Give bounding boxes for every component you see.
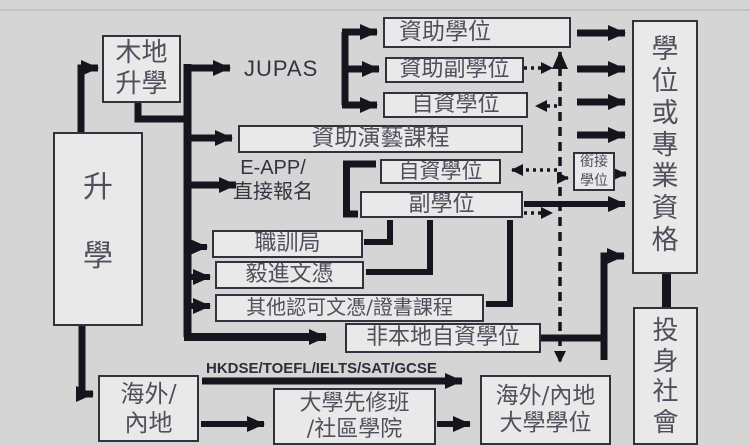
eapp-direct-application-label: E-APP/ 直接報名 (228, 157, 318, 203)
node-text: 資助副學位 (399, 57, 510, 83)
node-text: 學位 (580, 172, 608, 189)
node-text: 自資學位 (398, 159, 483, 184)
eapp-label-line2: 直接報名 (233, 179, 313, 203)
node-text: 身 (652, 346, 679, 377)
node-text: 升 (83, 170, 113, 206)
node-degree-or-professional-qualification: 學 位 或 專 業 資 格 (632, 20, 698, 274)
node-text: 大學學位 (499, 410, 592, 436)
jupas-label: JUPAS (244, 56, 319, 81)
node-text: 自資學位 (411, 92, 500, 118)
node-text: 投 (652, 316, 679, 346)
node-text: 毅進文憑 (245, 262, 334, 288)
node-text: 格 (651, 225, 679, 257)
node-text: 社 (652, 377, 679, 408)
node-overseas-mainland: 海外/ 內地 (98, 375, 199, 442)
node-university-prep-community-college: 大學先修班 /社區學院 (273, 388, 436, 445)
node-text: 升學 (115, 69, 168, 99)
node-text: 其他認可文憑/證書課程 (246, 295, 453, 320)
node-advance-study: 升 學 (53, 132, 143, 326)
node-text: 職訓局 (254, 231, 321, 257)
node-text: 銜接 (580, 154, 608, 171)
eapp-label-line1: E-APP/ (240, 157, 306, 179)
node-text: 海外/ (120, 380, 177, 409)
exams-label: HKDSE/TOEFL/IELTS/SAT/GCSE (206, 360, 437, 377)
node-other-recognized-courses: 其他認可文憑/證書課程 (215, 294, 484, 322)
node-overseas-mainland-university-degree: 海外/內地 大學學位 (480, 375, 611, 445)
node-vtc: 職訓局 (212, 230, 363, 258)
node-text: /社區學院 (306, 416, 403, 442)
node-funded-sub-degree: 資助副學位 (385, 57, 524, 83)
node-self-financed-degree-jupas: 自資學位 (383, 92, 528, 118)
node-text: 專 (651, 129, 679, 161)
node-text: 大學先修班 (299, 390, 410, 416)
node-text: 非本地自資學位 (365, 325, 520, 351)
node-text: 海外/內地 (495, 382, 596, 409)
node-text: 木地 (115, 38, 168, 69)
node-text: 學 (83, 238, 113, 274)
node-text: 副學位 (408, 191, 475, 217)
node-join-society: 投 身 社 會 (633, 307, 698, 445)
node-text: 位 (651, 65, 679, 97)
node-text: 或 (651, 97, 679, 129)
node-funded-degree: 資助學位 (383, 17, 571, 48)
node-non-local-self-financed-degree: 非本地自資學位 (345, 323, 541, 353)
node-text: 資助演藝課程 (311, 125, 450, 152)
node-text: 內地 (124, 408, 173, 437)
node-self-financed-degree-eapp: 自資學位 (380, 159, 501, 184)
node-text: 資 (651, 193, 679, 225)
node-sub-degree: 副學位 (360, 191, 523, 218)
node-top-up-degree: 銜接 學位 (573, 152, 615, 191)
node-text: 業 (651, 161, 679, 193)
node-local-study: 木地 升學 (102, 35, 181, 103)
node-text: 會 (652, 408, 679, 439)
node-funded-performing-arts: 資助演藝課程 (238, 125, 523, 153)
node-yijin-diploma: 毅進文憑 (215, 261, 364, 289)
node-text: 學 (651, 34, 679, 65)
node-text: 資助學位 (399, 18, 491, 45)
